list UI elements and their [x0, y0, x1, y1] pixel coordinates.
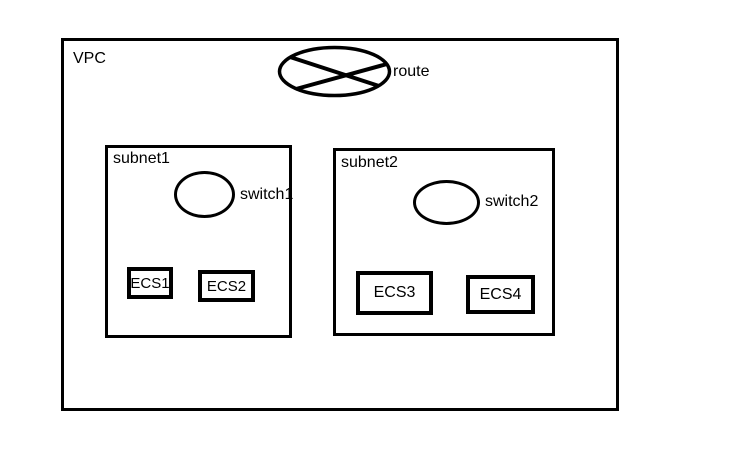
ecs2-label: ECS2: [206, 277, 247, 295]
subnet1-label: subnet1: [113, 150, 170, 167]
router-icon: [277, 45, 392, 98]
ecs4-box: ECS4: [466, 275, 535, 314]
switch2-label: switch2: [485, 193, 539, 210]
ecs3-label: ECS3: [373, 284, 416, 301]
switch1-icon: [174, 171, 235, 218]
switch2-icon: [413, 180, 480, 225]
ecs1-box: ECS1: [127, 267, 173, 299]
ecs2-box: ECS2: [198, 270, 255, 302]
subnet1-box: [105, 145, 292, 338]
route-label: route: [393, 63, 430, 80]
ecs1-label: ECS1: [130, 274, 170, 292]
ecs4-label: ECS4: [479, 285, 522, 303]
switch1-label: switch1: [240, 186, 294, 203]
subnet2-box: [333, 148, 555, 336]
ecs3-box: ECS3: [356, 271, 433, 315]
vpc-label: VPC: [73, 50, 106, 67]
vpc-box: [61, 38, 619, 411]
subnet2-label: subnet2: [341, 154, 398, 171]
